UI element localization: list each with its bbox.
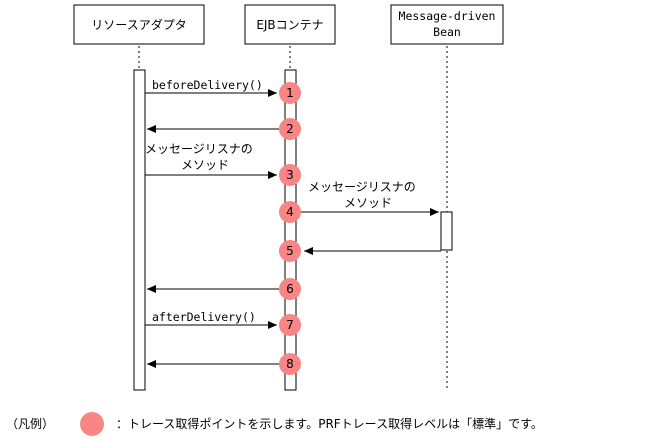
trace-point-5-number: 5 xyxy=(286,244,294,258)
trace-point-5: 5 xyxy=(279,240,301,262)
participant-mdb-label-line2: Bean xyxy=(433,25,461,39)
participant-adapter-label: リソースアダプタ xyxy=(91,17,186,32)
trace-point-6: 6 xyxy=(279,278,301,300)
trace-point-4-number: 4 xyxy=(286,205,294,219)
trace-point-8-number: 8 xyxy=(286,357,294,371)
trace-point-7: 7 xyxy=(279,314,301,336)
message-7-label: afterDelivery() xyxy=(152,310,256,324)
activation-mdb xyxy=(440,211,453,251)
trace-point-1-number: 1 xyxy=(286,86,294,100)
message-1-label: beforeDelivery() xyxy=(152,78,263,92)
participant-adapter: リソースアダプタ xyxy=(73,4,205,45)
message-3-label-line2: メソッド xyxy=(181,158,229,172)
legend-description: ：トレース取得ポイントを示します。PRFトレース取得レベルは「標準」です。 xyxy=(116,416,543,431)
trace-point-6-number: 6 xyxy=(286,282,294,296)
message-4-label-line2: メソッド xyxy=(344,196,392,210)
activation-adapter xyxy=(133,69,146,391)
trace-point-1: 1 xyxy=(279,82,301,104)
trace-point-3: 3 xyxy=(279,164,301,186)
participant-mdb: Message-driven Bean xyxy=(390,4,504,45)
legend-trace-point-swatch xyxy=(80,412,104,436)
participant-ejb: EJBコンテナ xyxy=(244,4,336,45)
trace-point-3-number: 3 xyxy=(286,168,294,182)
legend-title: （凡例） xyxy=(6,417,54,431)
message-4-label-line1: メッセージリスナの xyxy=(308,180,416,194)
trace-point-2: 2 xyxy=(279,118,301,140)
trace-point-2-number: 2 xyxy=(286,122,294,136)
message-3-label-line1: メッセージリスナの xyxy=(145,142,253,156)
participant-mdb-label-line1: Message-driven xyxy=(399,9,496,23)
activation-ejb xyxy=(284,69,297,391)
trace-point-8: 8 xyxy=(279,353,301,375)
trace-point-7-number: 7 xyxy=(286,318,294,332)
participant-ejb-label: EJBコンテナ xyxy=(256,18,323,32)
trace-point-4: 4 xyxy=(279,201,301,223)
legend: （凡例） ：トレース取得ポイントを示します。PRFトレース取得レベルは「標準」で… xyxy=(6,412,543,436)
